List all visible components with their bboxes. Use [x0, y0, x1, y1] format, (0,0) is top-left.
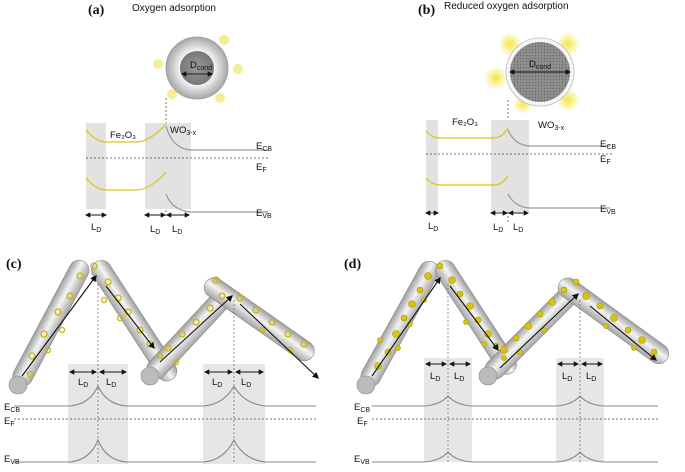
panel-d: (d) [344, 257, 670, 466]
panel-d-tag: (d) [344, 257, 361, 272]
panel-b-particle-label: Dcond [529, 59, 551, 71]
panel-a: (a) Oxygen adsorption Dcond Fe₂O₃ [84, 3, 272, 236]
panel-d-ld-1: LD [430, 371, 440, 383]
panel-d-ld-3: LD [562, 371, 572, 383]
panel-a-ld-markers: LD LD LD [84, 212, 191, 236]
panel-a-depletion-mid [145, 123, 191, 209]
panel-a-title: Oxygen adsorption [132, 3, 216, 14]
panel-c-electron-paths [21, 274, 319, 379]
panel-d-vb-line [372, 451, 658, 463]
panel-a-particle: Dcond [153, 35, 243, 103]
panel-d-oxygen-species [374, 262, 658, 370]
panel-b-particle: Dcond [484, 32, 580, 114]
panel-a-ld-3: LD [172, 224, 182, 236]
panel-b-tag: (b) [418, 3, 435, 18]
panel-c-cb-line [14, 384, 316, 407]
panel-b-left-material: Fe₂O₃ [452, 117, 478, 128]
panel-a-depletion-left [86, 123, 106, 209]
panel-c-ld-4: LD [241, 377, 251, 389]
panel-d-ef-label: EF [357, 416, 368, 428]
panel-b-ef-label: EF [600, 154, 611, 166]
panel-c-evb-label: EVB [4, 454, 20, 466]
panel-a-ld-1: LD [91, 222, 101, 234]
panel-b-ld-3: LD [513, 222, 523, 234]
panel-c-ef-label: EF [4, 416, 15, 428]
panel-c-ecb-label: ECB [4, 402, 20, 414]
panel-a-fe2o3-cb [85, 123, 167, 143]
panel-a-right-material: WO3-x [170, 125, 197, 137]
panel-b: (b) Reduced oxygen adsorption Dcond Fe₂O… [418, 1, 616, 234]
panel-d-evb-label: EVB [354, 454, 370, 466]
panel-d-rods [356, 260, 670, 395]
panel-b-fe2o3-cb [425, 127, 509, 139]
panel-a-particle-label: Dcond [190, 60, 212, 72]
panel-a-ld-2: LD [150, 224, 160, 236]
panel-b-ld-markers: LD LD LD [424, 210, 530, 234]
panel-c-vb-line [14, 438, 316, 463]
panel-b-wo3-vb [507, 193, 610, 209]
panel-d-ld-markers: LD LD LD LD [424, 361, 604, 383]
panel-a-evb-label: EVB [256, 208, 272, 220]
panel-c-ld-markers: LD LD LD LD [68, 369, 265, 389]
panel-b-fe2o3-vb [425, 175, 509, 186]
panel-c: (c) [4, 257, 319, 466]
panel-b-ld-1: LD [428, 221, 438, 233]
panel-d-ld-4: LD [586, 371, 596, 383]
panel-d-electron-paths [371, 276, 658, 377]
panel-d-cb-line [372, 395, 658, 407]
panel-b-wo3-cb [507, 129, 610, 147]
panel-b-depletion-left [426, 120, 438, 212]
panel-a-left-material: Fe₂O₃ [110, 130, 136, 141]
panel-a-wo3-cb [165, 125, 268, 151]
panel-b-ecb-label: ECB [600, 139, 616, 151]
panel-a-ef-label: EF [256, 162, 267, 174]
panel-a-ecb-label: ECB [256, 141, 272, 153]
panel-b-ld-2: LD [493, 222, 503, 234]
panel-c-oxygen-species [26, 262, 308, 378]
panel-c-ld-1: LD [78, 377, 88, 389]
panel-c-ld-3: LD [212, 377, 222, 389]
panel-b-title: Reduced oxygen adsorption [444, 1, 569, 12]
panel-a-fe2o3-vb [85, 171, 167, 191]
panel-c-ld-2: LD [106, 377, 116, 389]
panel-c-tag: (c) [6, 257, 22, 272]
panel-d-ld-2: LD [454, 371, 464, 383]
panel-a-tag: (a) [88, 3, 105, 18]
panel-b-evb-label: EVB [600, 204, 616, 216]
panel-a-wo3-vb [165, 193, 268, 213]
panel-b-right-material: WO3-x [538, 120, 565, 132]
panel-d-ecb-label: ECB [354, 402, 370, 414]
